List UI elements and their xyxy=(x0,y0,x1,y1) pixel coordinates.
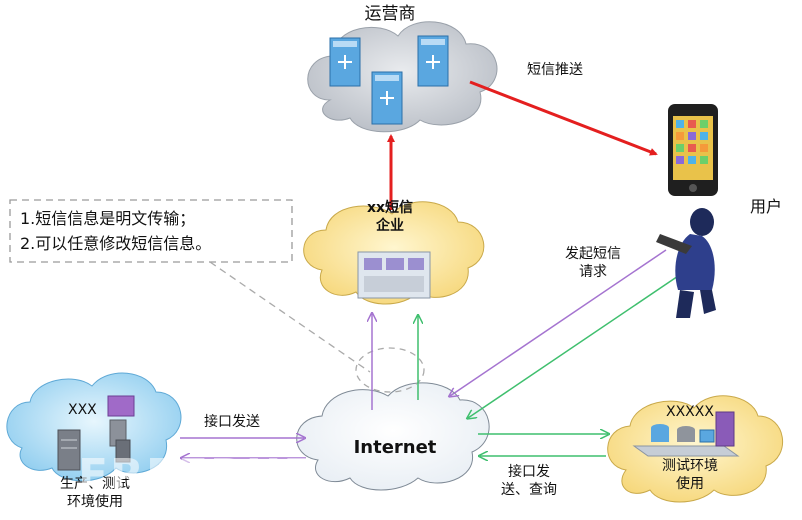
smartphone-icon xyxy=(668,104,718,196)
internet-cloud xyxy=(296,382,490,491)
server-tower-icon xyxy=(57,429,81,471)
arrow-operator-to-user xyxy=(469,80,658,156)
send-request-label-line2: 请求 xyxy=(579,264,607,280)
arrow-user-to-internet xyxy=(450,249,667,396)
xxx-sub-line2: 环境使用 xyxy=(67,494,123,510)
user-label: 用户 xyxy=(750,197,783,216)
xxxxx-label: XXXXX xyxy=(666,404,714,420)
enterprise-label-line1: xx短信 xyxy=(366,200,414,216)
xxx-cloud xyxy=(6,372,182,482)
arrow-user-to-internet-green xyxy=(468,267,691,418)
intercept-ellipse xyxy=(355,347,425,393)
security-note: 1.短信信息是明文传输； 2.可以任意修改短信信息。 xyxy=(20,206,211,256)
xxx-label: XXX xyxy=(68,402,97,418)
note-box xyxy=(9,199,293,263)
server-icon xyxy=(329,37,361,87)
enterprise-label-line2: 企业 xyxy=(376,218,404,234)
watermark: FREEBUF xyxy=(78,450,316,501)
user-figure-icon xyxy=(656,208,716,318)
test-equipment-icon xyxy=(632,411,740,457)
note-pointer-line xyxy=(209,261,371,373)
sms-push-label: 短信推送 xyxy=(527,62,583,78)
note-line-1: 1.短信信息是明文传输； xyxy=(20,209,196,228)
server-icon xyxy=(371,71,403,125)
api-send-query-label-line2: 送、查询 xyxy=(501,482,557,498)
enterprise-equipment-icon xyxy=(357,251,431,299)
xxxxx-sub-line2: 使用 xyxy=(676,476,704,492)
api-send-query-label-line1: 接口发 xyxy=(508,464,550,480)
workstation-icon xyxy=(107,395,135,463)
send-request-label-line1: 发起短信 xyxy=(565,246,621,262)
xxx-sub-line1: 生产、测试 xyxy=(60,476,130,492)
xxxxx-sub-line1: 测试环境 xyxy=(662,458,718,474)
note-line-2: 2.可以任意修改短信信息。 xyxy=(20,234,212,253)
operator-label: 运营商 xyxy=(364,4,416,24)
api-send-label: 接口发送 xyxy=(204,414,260,430)
server-icon xyxy=(417,35,449,87)
internet-label: Internet xyxy=(353,437,437,458)
